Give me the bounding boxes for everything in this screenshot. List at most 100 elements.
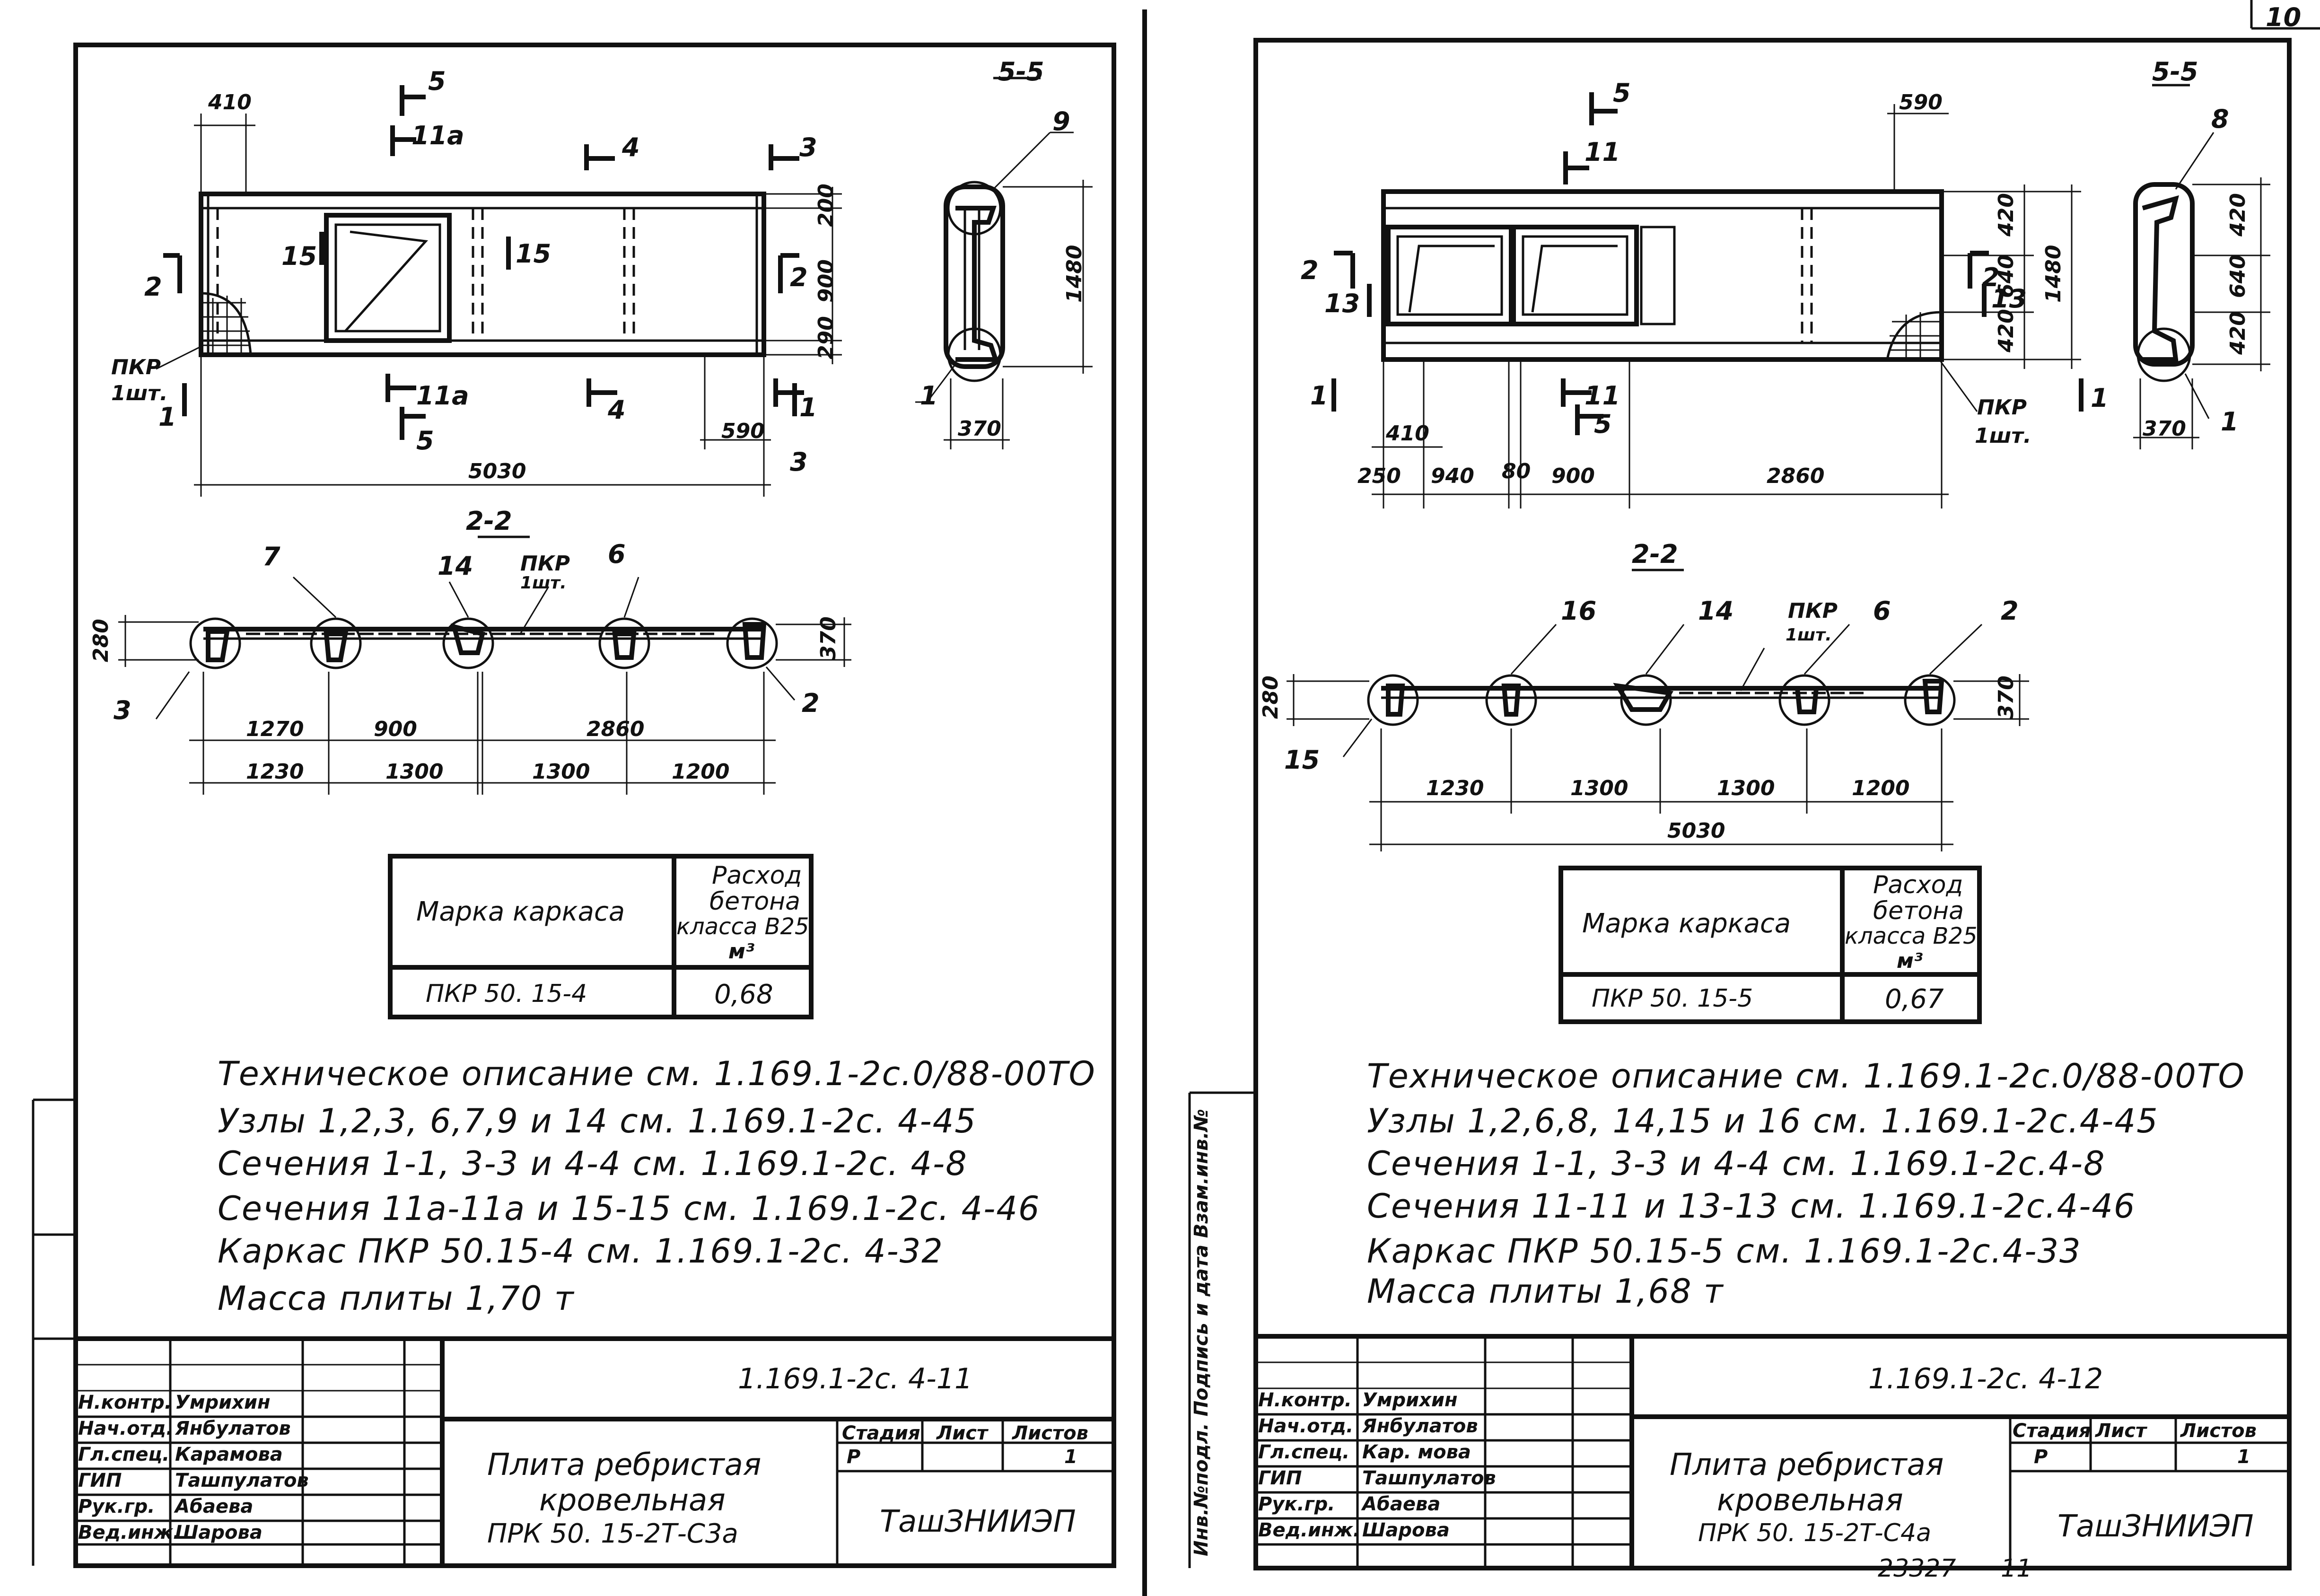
callout-4-top: 4 bbox=[622, 132, 640, 162]
callout-14-r: 14 bbox=[1698, 596, 1734, 626]
dim-2860-r: 2860 bbox=[1767, 464, 1825, 488]
note-3: Сечения 1-1, 3-3 и 4-4 см. 1.169.1-2с. 4… bbox=[218, 1144, 968, 1183]
section-label-55-r: 5-5 bbox=[2152, 57, 2198, 87]
dim-1300-b: 1300 bbox=[532, 760, 590, 784]
dim-370-22: 370 bbox=[816, 616, 840, 660]
callout-5-top-r: 5 bbox=[1613, 78, 1631, 108]
name-3: Карамова bbox=[175, 1444, 283, 1465]
table-header-mark: Марка каркаса bbox=[416, 896, 625, 927]
title-line-2-r: кровельная bbox=[1717, 1483, 1903, 1518]
name-3-r: Кар. мова bbox=[1362, 1441, 1471, 1463]
callout-8-r: 8 bbox=[2211, 104, 2229, 134]
dim-80-r: 80 bbox=[1502, 459, 1531, 483]
role-3-r: Гл.спец. bbox=[1258, 1441, 1350, 1463]
dim-280: 280 bbox=[89, 619, 113, 662]
title-line-1: Плита ребристая bbox=[487, 1447, 762, 1482]
pkr-label-section: ПКР bbox=[520, 552, 570, 576]
drawing-code: 1.169.1-2с. 4-11 bbox=[738, 1362, 973, 1395]
name-1: Умрихин bbox=[175, 1392, 271, 1413]
table-cell-mark: ПКР 50. 15-4 bbox=[426, 980, 587, 1008]
dim-5030-r: 5030 bbox=[1667, 819, 1725, 843]
dim-940-r: 940 bbox=[1431, 464, 1474, 488]
callout-3-bottom: 3 bbox=[790, 447, 808, 477]
role-2-r: Нач.отд. bbox=[1258, 1415, 1354, 1437]
callout-2-right-r: 2 bbox=[1982, 263, 2000, 292]
role-4: ГИП bbox=[78, 1470, 122, 1491]
table-cell-value-r: 0,67 bbox=[1885, 984, 1944, 1015]
left-section-22 bbox=[118, 535, 851, 795]
dim-370-55: 370 bbox=[958, 417, 1001, 441]
role-5: Рук.гр. bbox=[78, 1496, 155, 1517]
callout-2-left: 2 bbox=[144, 272, 162, 302]
dim-290: 290 bbox=[814, 316, 838, 360]
callout-4-bottom: 4 bbox=[608, 395, 626, 425]
table-cell-mark-r: ПКР 50. 15-5 bbox=[1592, 984, 1753, 1013]
pkr-count-section-r: 1шт. bbox=[1786, 625, 1832, 645]
name-2-r: Янбулатов bbox=[1362, 1415, 1478, 1437]
sheet-header: Лист bbox=[937, 1422, 988, 1444]
archive-number: 23327 bbox=[1878, 1554, 1956, 1583]
table-header-consumption-4-r: м³ bbox=[1897, 949, 1923, 973]
callout-7: 7 bbox=[263, 542, 280, 571]
dim-280-r: 280 bbox=[1259, 675, 1283, 719]
title-line-2: кровельная bbox=[539, 1483, 726, 1518]
note-1: Техническое описание см. 1.169.1-2с.0/88… bbox=[218, 1054, 1096, 1093]
name-4-r: Ташпулатов bbox=[1362, 1467, 1496, 1489]
dim-590: 590 bbox=[721, 419, 765, 443]
role-3: Гл.спец. bbox=[78, 1444, 170, 1465]
role-6-r: Вед.инж. bbox=[1258, 1519, 1360, 1541]
callout-11-top-r: 11 bbox=[1585, 137, 1620, 167]
dim-420-c-r: 420 bbox=[2226, 193, 2250, 237]
callout-1-right-r: 1 bbox=[2091, 383, 2109, 413]
dim-900-r: 900 bbox=[1551, 464, 1595, 488]
name-5-r: Абаева bbox=[1362, 1493, 1441, 1515]
table-header-consumption-1: Расход bbox=[712, 861, 802, 890]
page-number: 10 bbox=[2266, 2, 2302, 32]
dim-1480-r: 1480 bbox=[2041, 245, 2066, 303]
callout-1-r55: 1 bbox=[2221, 407, 2239, 437]
role-5-r: Рук.гр. bbox=[1258, 1493, 1335, 1515]
dim-370-22-r: 370 bbox=[1994, 675, 2018, 719]
dim-590-r: 590 bbox=[1899, 90, 1943, 114]
stage-value: Р bbox=[847, 1446, 861, 1468]
table-header-consumption-3: класса В25, bbox=[676, 913, 816, 940]
table-header-consumption-2: бетона bbox=[709, 887, 801, 916]
pkr-count-section: 1шт. bbox=[520, 573, 567, 593]
callout-5-bottom: 5 bbox=[416, 426, 434, 456]
pkr-label-plan-r: ПКР bbox=[1977, 395, 2027, 420]
note-5-r: Каркас ПКР 50.15-5 см. 1.169.1-2с.4-33 bbox=[1367, 1232, 2082, 1271]
name-2: Янбулатов bbox=[175, 1418, 291, 1439]
dim-2860: 2860 bbox=[587, 717, 645, 741]
role-2: Нач.отд. bbox=[78, 1418, 174, 1439]
note-4-r: Сечения 11-11 и 13-13 см. 1.169.1-2с.4-4… bbox=[1367, 1187, 2136, 1226]
table-cell-value: 0,68 bbox=[714, 979, 773, 1010]
name-1-r: Умрихин bbox=[1362, 1389, 1458, 1411]
callout-2-right: 2 bbox=[790, 263, 808, 292]
note-2: Узлы 1,2,3, 6,7,9 и 14 см. 1.169.1-2с. 4… bbox=[218, 1102, 977, 1140]
callout-1: 1 bbox=[920, 381, 938, 411]
callout-11-bottom-r: 11 bbox=[1585, 381, 1620, 411]
table-header-consumption-3-r: класса В25, bbox=[1845, 923, 1985, 949]
dim-1300-a-r: 1300 bbox=[1570, 776, 1628, 800]
dim-250-r: 250 bbox=[1357, 464, 1401, 488]
right-sheet-frame bbox=[1188, 38, 2292, 1570]
stage-value-r: Р bbox=[2034, 1446, 2048, 1468]
sheets-header: Листов bbox=[1012, 1422, 1088, 1444]
callout-3-section: 3 bbox=[114, 695, 131, 725]
callout-14: 14 bbox=[438, 551, 473, 581]
note-4: Сечения 11а-11а и 15-15 см. 1.169.1-2с. … bbox=[218, 1189, 1041, 1228]
note-1-r: Техническое описание см. 1.169.1-2с.0/88… bbox=[1367, 1057, 2245, 1096]
sheet-header-r: Лист bbox=[2095, 1420, 2147, 1442]
callout-15-r: 15 bbox=[1284, 745, 1320, 775]
table-header-consumption-1-r: Расход bbox=[1873, 871, 1963, 899]
callout-6-r: 6 bbox=[1873, 596, 1891, 626]
callout-9: 9 bbox=[1052, 106, 1070, 136]
callout-16-r: 16 bbox=[1561, 596, 1597, 626]
note-2-r: Узлы 1,2,6,8, 14,15 и 16 см. 1.169.1-2с.… bbox=[1367, 1102, 2159, 1140]
right-plan-drawing bbox=[1331, 92, 2084, 509]
callout-2-left-r: 2 bbox=[1301, 255, 1319, 285]
left-sheet-frame bbox=[32, 43, 1116, 1568]
pkr-count-plan: 1шт. bbox=[111, 381, 168, 405]
callout-5-bottom-r: 5 bbox=[1594, 409, 1612, 439]
